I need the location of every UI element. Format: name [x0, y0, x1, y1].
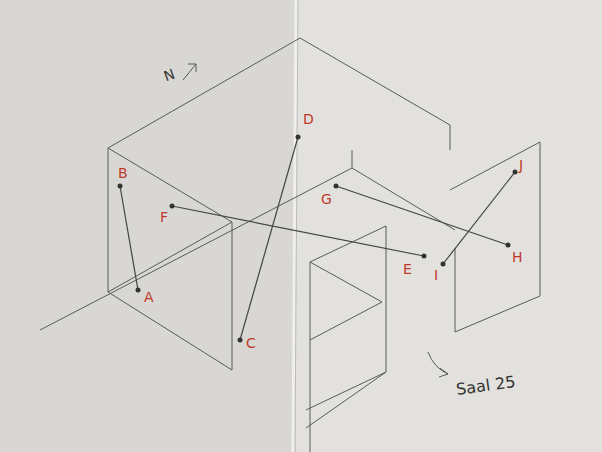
point-label: J — [519, 158, 523, 172]
point-label: C — [246, 336, 256, 350]
point-label: A — [144, 290, 154, 304]
point-label: H — [512, 250, 523, 264]
point-label: E — [403, 262, 412, 276]
point-label: D — [303, 112, 314, 126]
point-label: G — [321, 192, 332, 206]
point-label: B — [118, 166, 128, 180]
point-label: F — [160, 210, 168, 224]
point-label: I — [434, 268, 438, 282]
